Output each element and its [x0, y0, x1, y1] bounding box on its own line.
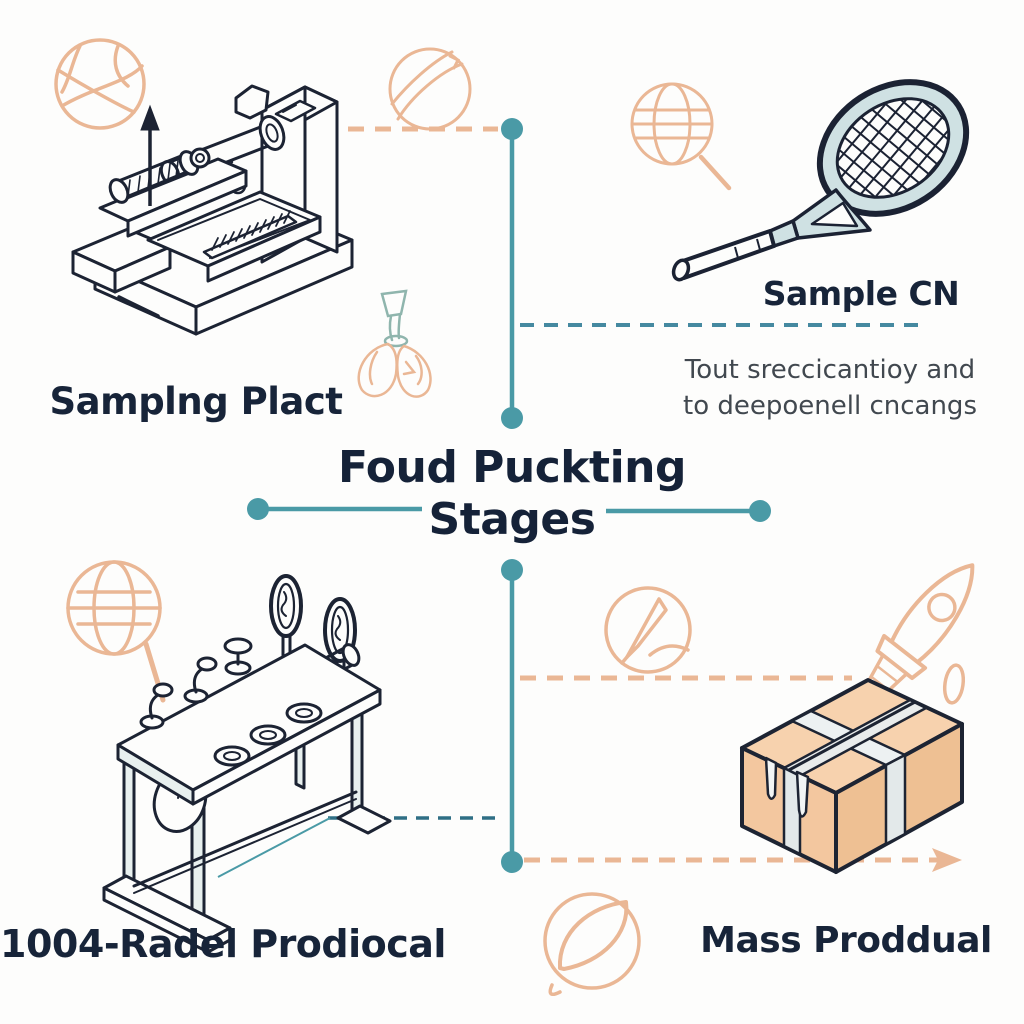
- globe-magnifier-icon-top-right: [630, 82, 732, 191]
- basketball-icon: [54, 38, 146, 130]
- timeline-dot: [501, 851, 523, 873]
- stage-label-sampling: Samplng Plact: [49, 380, 343, 423]
- main-title-line1: Foud Puckting: [338, 442, 687, 493]
- timeline-dot: [247, 498, 269, 520]
- tennis-racket-illustration: [671, 78, 970, 282]
- hanging-gloves-doodle: [357, 289, 432, 398]
- timeline-dot: [501, 118, 523, 140]
- timeline-dot: [501, 407, 523, 429]
- leaf-circle-icon: [543, 892, 641, 997]
- sample-cn-description-line1: Tout sreccicantioy and: [684, 355, 976, 385]
- pencil-circle-icon: [604, 586, 692, 674]
- timeline-dot: [501, 559, 523, 581]
- timeline-connectors: [217, 118, 962, 878]
- globe-magnifier-icon-bottom-left: [66, 560, 166, 703]
- sampling-machine-illustration: [71, 84, 354, 336]
- sample-cn-description-line2: to deepoenell cncangs: [683, 391, 977, 421]
- stage-label-model-production: 1004-Radel Prodiocal: [0, 922, 446, 966]
- tennis-ball-icon: [388, 47, 472, 131]
- stage-label-sample-cn: Sample CN: [762, 274, 960, 313]
- assembly-table-illustration: [102, 574, 392, 954]
- timeline-dot: [749, 500, 771, 522]
- sample-cn-description: Tout sreccicantioy and to deepoenell cnc…: [683, 352, 977, 424]
- main-title: Foud Puckting Stages: [338, 442, 687, 546]
- cardboard-box-illustration: [740, 678, 964, 874]
- stage-label-mass-production: Mass Proddual: [700, 920, 992, 961]
- table-teal-edge: [217, 817, 331, 878]
- dashed-arrow-head: [932, 848, 962, 872]
- up-arrow-icon: [140, 104, 160, 206]
- main-title-line2: Stages: [428, 494, 596, 545]
